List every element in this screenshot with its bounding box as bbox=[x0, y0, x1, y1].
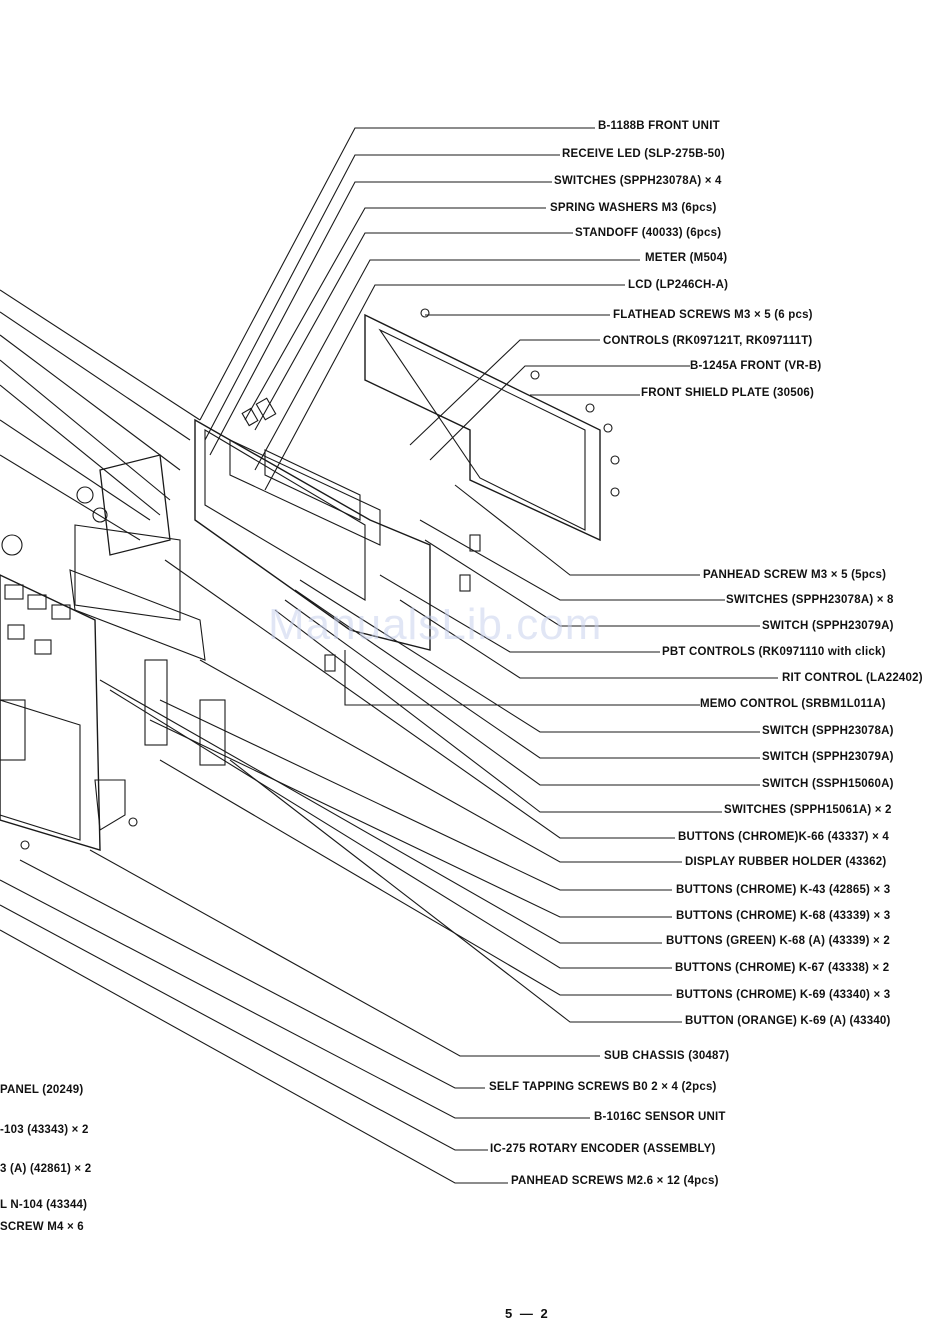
diagram-drawing bbox=[0, 127, 778, 1184]
callout-label: BUTTONS (GREEN) K-68 (A) (43339) × 2 bbox=[666, 935, 890, 947]
callout-label: CONTROLS (RK097121T, RK097111T) bbox=[603, 335, 813, 347]
callout-label: B-1245A FRONT (VR-B) bbox=[690, 360, 822, 372]
page-number: 5 — 2 bbox=[505, 1306, 550, 1321]
callout-label: PBT CONTROLS (RK0971110 with click) bbox=[662, 646, 886, 658]
callout-label: SUB CHASSIS (30487) bbox=[604, 1050, 730, 1062]
callout-label: DISPLAY RUBBER HOLDER (43362) bbox=[685, 856, 887, 868]
callout-label: SWITCH (SPPH23079A) bbox=[762, 620, 894, 632]
callout-label: RIT CONTROL (LA22402) bbox=[782, 672, 923, 684]
callout-label: BUTTONS (CHROME) K-43 (42865) × 3 bbox=[676, 884, 891, 896]
callout-label: B-1188B FRONT UNIT bbox=[598, 120, 720, 132]
callout-label: FRONT SHIELD PLATE (30506) bbox=[641, 387, 815, 399]
callout-label: PANHEAD SCREW M3 × 5 (5pcs) bbox=[703, 569, 887, 581]
callout-label: L N-104 (43344) bbox=[0, 1199, 88, 1211]
callout-label: PANHEAD SCREWS M2.6 × 12 (4pcs) bbox=[511, 1175, 719, 1187]
callout-label: SWITCHES (SPPH23078A) × 4 bbox=[554, 175, 722, 187]
callout-label: 3 (A) (42861) × 2 bbox=[0, 1163, 92, 1175]
callout-label: BUTTONS (CHROME) K-68 (43339) × 3 bbox=[676, 910, 891, 922]
callout-label: METER (M504) bbox=[645, 252, 728, 264]
callout-label: SCREW M4 × 6 bbox=[0, 1221, 84, 1233]
callout-label: LCD (LP246CH-A) bbox=[628, 279, 729, 291]
callout-label: SWITCHES (SPPH23078A) × 8 bbox=[726, 594, 894, 606]
callout-label: BUTTONS (CHROME) K-67 (43338) × 2 bbox=[675, 962, 890, 974]
callout-label: SWITCH (SPPH23079A) bbox=[762, 751, 894, 763]
callout-label: SWITCH (SSPH15060A) bbox=[762, 778, 894, 790]
callout-label: RECEIVE LED (SLP-275B-50) bbox=[562, 148, 725, 160]
callout-label: FLATHEAD SCREWS M3 × 5 (6 pcs) bbox=[613, 309, 813, 321]
callout-label: PANEL (20249) bbox=[0, 1084, 84, 1096]
callout-label: IC-275 ROTARY ENCODER (ASSEMBLY) bbox=[490, 1143, 716, 1155]
callout-label: BUTTON (ORANGE) K-69 (A) (43340) bbox=[685, 1015, 891, 1027]
callout-label: MEMO CONTROL (SRBM1L011A) bbox=[700, 698, 886, 710]
callout-label: SWITCH (SPPH23078A) bbox=[762, 725, 894, 737]
callout-label: B-1016C SENSOR UNIT bbox=[594, 1111, 726, 1123]
callout-label: BUTTONS (CHROME)K-66 (43337) × 4 bbox=[678, 831, 889, 843]
callout-label: -103 (43343) × 2 bbox=[0, 1124, 89, 1136]
callout-label: STANDOFF (40033) (6pcs) bbox=[575, 227, 722, 239]
callout-label: BUTTONS (CHROME) K-69 (43340) × 3 bbox=[676, 989, 891, 1001]
watermark: ManualsLib.com bbox=[268, 600, 603, 649]
callout-label: SPRING WASHERS M3 (6pcs) bbox=[550, 202, 717, 214]
callout-label: SWITCHES (SPPH15061A) × 2 bbox=[724, 804, 892, 816]
callout-label: SELF TAPPING SCREWS B0 2 × 4 (2pcs) bbox=[489, 1081, 717, 1093]
